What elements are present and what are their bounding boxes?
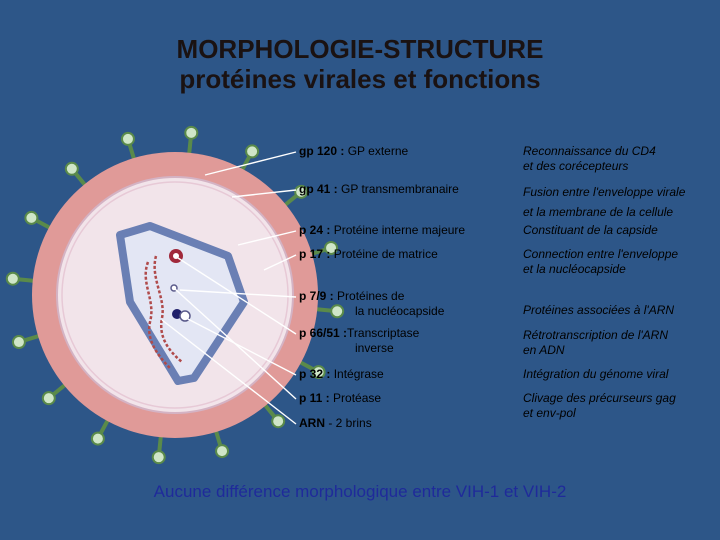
spike-stalk — [127, 143, 137, 162]
rna-strand-1 — [144, 261, 171, 369]
label-p24-code: p 24 : — [299, 223, 331, 237]
function-p32: Intégration du génome viral — [523, 367, 669, 381]
spike-head — [120, 131, 135, 146]
label-p7-9: p 7/9 : Protéines de la nucléocapside — [299, 289, 444, 319]
spike-stalk — [297, 359, 316, 372]
spike-head — [64, 161, 79, 176]
spike-head — [271, 414, 286, 429]
leader-line — [231, 189, 297, 198]
capsid — [116, 222, 248, 385]
label-gp120-desc: GP externe — [347, 144, 409, 158]
spike-head — [41, 391, 56, 406]
spike-head — [324, 240, 339, 255]
title-line-1: MORPHOLOGIE-STRUCTURE — [176, 34, 544, 64]
spike-stalk — [314, 306, 333, 313]
label-arn-desc: - 2 brins — [328, 416, 372, 430]
function-gp120: Reconnaissance du CD4 et des corécepteur… — [523, 144, 656, 173]
label-gp41-desc: GP transmembranaire — [341, 182, 459, 196]
envelope-spikes — [5, 125, 345, 465]
function-p24: Constituant de la capside — [523, 223, 658, 237]
function-p7-9: Protéines associées à l'ARN — [523, 303, 675, 317]
label-p7-9-desc: Protéines de — [337, 289, 405, 303]
title-line-2: protéines virales et fonctions — [179, 64, 541, 94]
label-p17-desc: Protéine de matrice — [333, 247, 438, 261]
label-p11-code: p 11 : — [299, 391, 330, 405]
label-gp120-code: gp 120 : — [299, 144, 345, 158]
leader-line — [237, 230, 297, 246]
label-p7-9-desc2: la nucléocapside — [355, 304, 445, 318]
leader-line — [185, 317, 297, 376]
function-p17: Connection entre l'enveloppe et la nuclé… — [523, 247, 679, 276]
label-arn-code: ARN — [299, 416, 325, 430]
label-gp41-code: gp 41 : — [299, 182, 338, 196]
label-p11-desc: Protéase — [333, 391, 382, 405]
matrix-inner-ring — [61, 181, 289, 409]
label-p66-51-code: p 66/51 : — [299, 326, 348, 340]
label-p11: p 11 : Protéase — [299, 391, 381, 406]
label-p32-desc: Intégrase — [333, 367, 384, 381]
spike-stalk — [98, 417, 111, 436]
spike-head — [245, 144, 260, 159]
spike-head — [215, 444, 230, 459]
spike-head — [184, 125, 199, 140]
spike-head — [330, 304, 345, 319]
spike-head — [5, 271, 20, 286]
label-p66-51-desc: Transcriptase — [347, 326, 420, 340]
function-p66-51: Rétrotranscription de l'ARN en ADN — [523, 328, 669, 357]
function-gp41: Fusion entre l'enveloppe virale et la me… — [523, 185, 686, 219]
label-p32: p 32 : Intégrase — [299, 367, 384, 382]
reverse-transcriptase — [169, 249, 183, 263]
label-p32-code: p 32 : — [299, 367, 331, 381]
label-p24: p 24 : Protéine interne majeure — [299, 223, 465, 238]
label-p66-51: p 66/51 :Transcriptase inverse — [299, 326, 419, 356]
rna-strand-2 — [153, 255, 183, 363]
label-leader-lines — [161, 151, 297, 425]
leader-line — [263, 254, 297, 271]
spike-head — [24, 210, 39, 225]
spike-stalk — [34, 218, 53, 231]
spike-head — [311, 365, 326, 380]
spike-stalk — [157, 434, 164, 453]
leader-line — [177, 257, 297, 335]
label-gp41: gp 41 : GP transmembranaire — [299, 182, 459, 197]
label-p17: p 17 : Protéine de matrice — [299, 247, 438, 262]
spike-head — [90, 431, 105, 446]
spike-head — [11, 335, 26, 350]
label-p24-desc: Protéine interne majeure — [333, 223, 466, 237]
spike-head — [294, 184, 309, 199]
label-p66-51-desc2: inverse — [355, 341, 394, 355]
leader-line — [174, 288, 297, 400]
label-gp120: gp 120 : GP externe — [299, 144, 408, 159]
leader-line — [204, 151, 297, 176]
leader-line — [179, 289, 297, 298]
label-arn: ARN - 2 brins — [299, 416, 372, 431]
function-p11: Clivage des précurseurs gag et env-pol — [523, 391, 676, 420]
leader-line — [161, 319, 297, 425]
footer-note: Aucune différence morphologique entre VI… — [153, 482, 567, 501]
label-p17-code: p 17 : — [299, 247, 331, 261]
label-p7-9-code: p 7/9 : — [299, 289, 334, 303]
spike-head — [151, 450, 166, 465]
